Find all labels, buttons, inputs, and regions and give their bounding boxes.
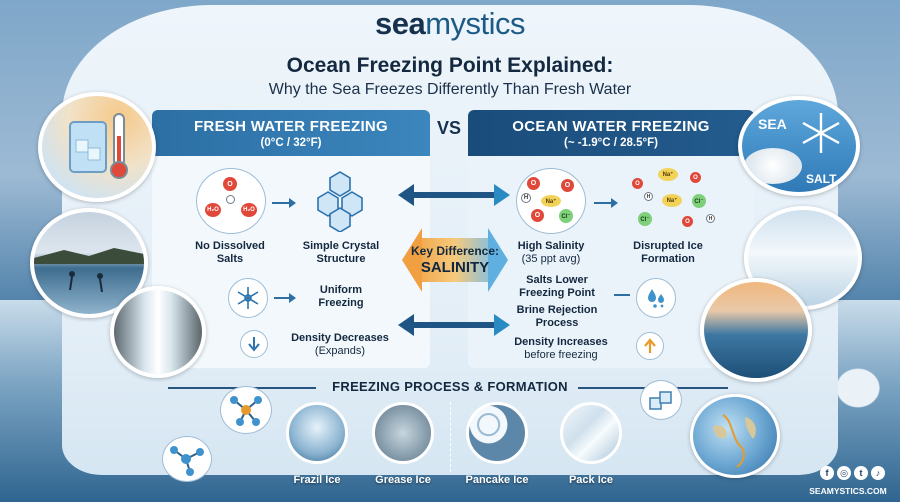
key-difference-label: Key Difference: [410, 244, 500, 258]
arrow-right-icon [274, 293, 296, 303]
brand-logo[interactable]: seamystics [0, 6, 900, 42]
ocean-water-heading: OCEAN WATER FREEZING [512, 118, 710, 135]
brand-prefix: sea [374, 6, 426, 41]
salt-pile-icon [744, 148, 802, 184]
grease-ice-photo [372, 402, 434, 464]
fresh-molecules-icon: O H₂O H₂O [196, 168, 266, 234]
globe-icon [690, 394, 780, 478]
brand-suffix: mystics [425, 6, 526, 41]
hexagon-crystal-icon [308, 168, 372, 233]
page-title: Ocean Freezing Point Explained: [286, 54, 614, 77]
arrow-right-icon [272, 198, 296, 208]
sodium-ion-icon: Na⁺ [541, 195, 561, 207]
website-link[interactable]: SEAMYSTICS.COM [809, 486, 887, 496]
arrow-right-icon [594, 198, 618, 208]
ice-cubes-icon [640, 380, 682, 420]
ocean-item-label: High Salinity [517, 240, 585, 252]
ocean-item-label: Salts Lower Freezing Point [519, 274, 595, 300]
ocean-item-sub: (35 ppt avg) [521, 253, 581, 266]
divider-line [450, 402, 451, 472]
ocean-item-density: Density Increases before freezing [500, 336, 622, 362]
instagram-icon[interactable]: ◎ [837, 466, 851, 480]
oxygen-atom-icon: O [531, 209, 544, 222]
skating-lake-icon [30, 208, 148, 318]
fresh-item-label: Simple Crystal Structure [302, 240, 380, 266]
ocean-item-freezing-point: Salts Lower Freezing Point [506, 274, 608, 300]
oxygen-atom-icon: O [527, 177, 540, 190]
process-title: FREEZING PROCESS & FORMATION [332, 379, 568, 394]
key-difference-arrow: Key Difference: SALINITY [402, 228, 508, 292]
sea-label: SEA [758, 116, 787, 132]
ice-glass-thermometer-icon [38, 92, 156, 202]
oxygen-atom-icon: O [561, 179, 574, 192]
fresh-item-no-salts: No Dissolved Salts [180, 240, 280, 266]
stage-label: Grease Ice [375, 474, 431, 486]
twitter-icon[interactable]: t [854, 466, 868, 480]
snowflake-icon [228, 278, 268, 318]
icy-shoreline-icon [700, 278, 812, 382]
fresh-item-label: Uniform Freezing [318, 284, 364, 310]
water-molecule-icon: H₂O [241, 203, 257, 217]
ocean-water-temps: (~ -1.9°C / 28.5°F) [564, 137, 658, 149]
ocean-item-salinity: High Salinity (35 ppt avg) [508, 240, 594, 266]
fresh-water-temps: (0°C / 32°F) [260, 137, 322, 149]
pancake-ice-photo [466, 402, 528, 464]
tiktok-icon[interactable]: ♪ [871, 466, 885, 480]
ocean-item-label: Brine Rejection Process [516, 304, 598, 330]
frazil-ice-photo [286, 402, 348, 464]
vs-label: VS [436, 118, 461, 138]
chloride-ion-icon: Cl⁻ [559, 209, 573, 223]
fresh-item-label: No Dissolved Salts [195, 240, 265, 266]
stage-label: Pack Ice [568, 474, 614, 486]
fresh-item-uniform: Uniform Freezing [296, 284, 386, 310]
pack-ice-photo [560, 402, 622, 464]
facebook-icon[interactable]: f [820, 466, 834, 480]
arrow-down-icon [240, 330, 268, 358]
ocean-item-label: Density Increases [514, 336, 608, 348]
ocean-item-label: Disrupted Ice Formation [633, 240, 703, 266]
fresh-item-sub: (Expands) [314, 345, 366, 358]
stage-label: Pancake Ice [465, 474, 529, 486]
molecule-network-icon [220, 386, 272, 434]
ocean-item-brine: Brine Rejection Process [506, 304, 608, 330]
fresh-water-header: FRESH WATER FREEZING (0°C / 32°F) [152, 110, 430, 156]
hydrogen-atom-icon: H [521, 193, 531, 203]
ocean-molecules-icon: O O H Na⁺ Cl⁻ O [516, 168, 586, 234]
hydrogen-atom-icon [226, 195, 235, 204]
social-links: f ◎ t ♪ [820, 466, 885, 480]
arrow-up-icon [636, 332, 664, 360]
water-molecule-icon: H₂O [205, 203, 221, 217]
oxygen-atom-icon: O [223, 177, 237, 191]
disrupted-lattice-icon: Na⁺ Na⁺ Cl⁻ Cl⁻ O O O H H [624, 164, 716, 234]
fresh-item-crystal: Simple Crystal Structure [296, 240, 386, 266]
ocean-item-sub: before freezing [524, 349, 598, 362]
salt-label: SALT [806, 172, 837, 186]
fresh-item-density: Density Decreases (Expands) [276, 332, 404, 358]
frozen-waterfall-icon [110, 286, 206, 378]
molecule-network-icon [162, 436, 212, 482]
compare-arrow-icon [398, 184, 510, 206]
sea-salt-icon: SEA SALT [738, 96, 860, 196]
stage-label: Frazil Ice [293, 474, 341, 486]
arrow-left-icon [614, 294, 630, 296]
compare-arrow-icon [398, 314, 510, 336]
fresh-item-label: Density Decreases [291, 332, 389, 344]
fresh-water-heading: FRESH WATER FREEZING [193, 118, 389, 135]
water-drops-icon [636, 278, 676, 318]
key-difference-value: SALINITY [420, 259, 490, 276]
ocean-item-disrupted: Disrupted Ice Formation [622, 240, 714, 266]
page-subtitle: Why the Sea Freezes Differently Than Fre… [268, 81, 632, 98]
ocean-water-header: OCEAN WATER FREEZING (~ -1.9°C / 28.5°F) [468, 110, 754, 156]
